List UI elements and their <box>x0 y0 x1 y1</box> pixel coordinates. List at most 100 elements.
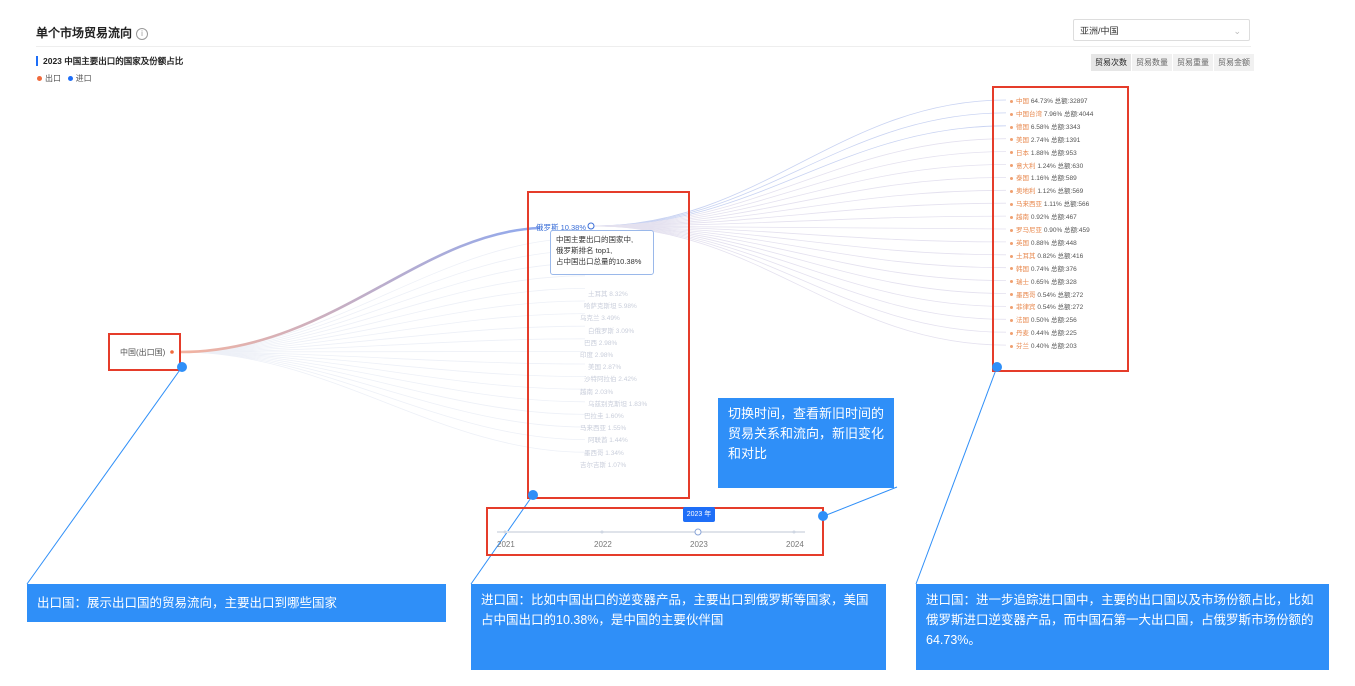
timeline-tick-mark[interactable] <box>503 530 507 534</box>
timeline-thumb[interactable] <box>694 528 702 536</box>
highlight-importer2 <box>992 86 1129 372</box>
importer-item[interactable]: 中国 64.73% 总额:32897 <box>1010 95 1088 105</box>
importer-item[interactable]: 中国台湾 7.96% 总额:4044 <box>1010 108 1093 118</box>
faded-flow-line <box>179 351 586 440</box>
faded-flow-line <box>179 288 586 353</box>
importer-item[interactable]: 泰国 1.16% 总额:589 <box>1010 172 1077 182</box>
legend-import[interactable]: 进口 <box>67 74 92 83</box>
timeline-tick-2023[interactable]: 2023 <box>690 540 708 549</box>
faded-country-label[interactable]: 巴拉圭 1.60% <box>584 413 624 420</box>
importer-item[interactable]: 美国 2.74% 总额:1391 <box>1010 134 1080 144</box>
importer-dot-icon <box>1010 177 1013 181</box>
importer-value: 6.58% 总额:3343 <box>1030 123 1081 131</box>
importer-item[interactable]: 马来西亚 1.11% 总额:566 <box>1010 198 1089 208</box>
russia-node[interactable] <box>587 222 595 230</box>
importer-item[interactable]: 芬兰 0.40% 总额:203 <box>1010 340 1077 350</box>
origin-node[interactable] <box>170 350 174 354</box>
faded-country-label[interactable]: 土耳其 8.32% <box>588 291 628 298</box>
import-flow-line <box>593 225 1007 333</box>
timeline-tick-2024[interactable]: 2024 <box>786 540 804 549</box>
importer-dot-icon <box>1010 241 1013 245</box>
tooltip: 中国主要出口的国家中, 俄罗斯排名 top1, 占中国出口总量的10.38% <box>550 230 654 275</box>
faded-country-label[interactable]: 白俄罗斯 3.09% <box>588 327 635 335</box>
import-flow-line <box>593 225 1007 320</box>
russia-label[interactable]: 俄罗斯 10.38% <box>536 223 587 232</box>
importer-name: 马来西亚 <box>1016 201 1042 209</box>
tab-trade-quantity[interactable]: 贸易数量 <box>1132 54 1172 71</box>
import-dot-icon <box>67 76 73 82</box>
faded-country-label[interactable]: 越南 2.03% <box>580 388 614 396</box>
importer-item[interactable]: 意大利 1.24% 总额:630 <box>1010 160 1083 170</box>
import-flow-line <box>593 202 1007 227</box>
importer-item[interactable]: 菲律宾 0.54% 总额:272 <box>1010 301 1083 311</box>
anchor-switch <box>818 511 828 521</box>
importer-dot-icon <box>1010 125 1013 129</box>
importer-name: 奥地利 <box>1016 188 1036 196</box>
import-flow-line <box>593 225 1007 269</box>
import-flow-line <box>593 164 1007 227</box>
faded-country-label[interactable]: 巴西 2.98% <box>584 339 618 347</box>
origin-label[interactable]: 中国(出口国) <box>120 348 166 357</box>
importer-value: 0.90% 总额:459 <box>1043 227 1090 234</box>
importer-item[interactable]: 英国 0.88% 总额:448 <box>1010 237 1077 247</box>
importer-name: 美国 <box>1016 136 1029 144</box>
info-icon[interactable]: i <box>136 27 149 40</box>
faded-country-label[interactable]: 乌克兰 3.49% <box>580 315 620 323</box>
importer-value: 64.73% 总额:32897 <box>1030 98 1088 105</box>
importer-value: 1.11% 总额:566 <box>1043 201 1090 209</box>
importer-value: 1.88% 总额:953 <box>1030 149 1077 157</box>
faded-country-label[interactable]: 印度 2.98% <box>580 352 614 359</box>
faded-country-label[interactable]: 乌兹别克斯坦 1.83% <box>588 400 648 408</box>
importer-name: 法国 <box>1016 317 1029 325</box>
tab-trade-weight[interactable]: 贸易重量 <box>1173 54 1213 71</box>
importer-value: 0.44% 总额:225 <box>1030 330 1077 338</box>
faded-country-label[interactable]: 哈萨克斯坦 5.98% <box>584 303 637 311</box>
importer-value: 0.54% 总额:272 <box>1037 304 1084 312</box>
legend-export[interactable]: 出口 <box>37 74 61 83</box>
importer-item[interactable]: 墨西哥 0.54% 总额:272 <box>1010 289 1083 299</box>
faded-country-label[interactable]: 沙特阿拉伯 2.42% <box>584 376 637 384</box>
callout-importer1: 进口国：比如中国出口的逆变器产品，主要出口到俄罗斯等国家，美国占中国出口的10.… <box>471 584 886 670</box>
importer-item[interactable]: 法国 0.50% 总额:256 <box>1010 314 1077 324</box>
importer-dot-icon <box>1010 228 1013 232</box>
legend: 出口 进口 <box>37 73 92 84</box>
timeline-tick-mark[interactable] <box>792 530 796 534</box>
import-flow-lines <box>593 99 1007 346</box>
timeline-tick-2022[interactable]: 2022 <box>594 540 612 549</box>
importer-item[interactable]: 德国 6.58% 总额:3343 <box>1010 121 1080 131</box>
importer-value: 0.82% 总额:416 <box>1037 252 1084 260</box>
faded-country-label[interactable]: 吉尔吉斯 1.07% <box>580 461 627 469</box>
import-flow-line <box>593 151 1007 227</box>
importer-item[interactable]: 丹麦 0.44% 总额:225 <box>1010 327 1077 337</box>
importer-item[interactable]: 土耳其 0.82% 总额:416 <box>1010 250 1083 260</box>
importer-value: 0.54% 总额:272 <box>1037 291 1084 299</box>
main-flow-line <box>179 226 541 354</box>
importer-value: 0.74% 总额:376 <box>1030 265 1077 273</box>
import-flow-line <box>593 215 1007 227</box>
faded-country-label[interactable]: 马来西亚 1.55% <box>580 425 627 433</box>
importer-name: 墨西哥 <box>1016 291 1036 299</box>
timeline-tick-2021[interactable]: 2021 <box>497 540 515 549</box>
importer-item[interactable]: 越南 0.92% 总额:467 <box>1010 211 1077 221</box>
tab-trade-count[interactable]: 贸易次数 <box>1091 54 1131 71</box>
import-flow-line <box>593 225 1007 243</box>
importer-item[interactable]: 韩国 0.74% 总额:376 <box>1010 263 1077 273</box>
connector-exporter <box>26 366 183 585</box>
importer-dot-icon <box>1010 138 1013 142</box>
importer-value: 0.65% 总额:328 <box>1030 278 1077 286</box>
faded-flow-line <box>179 250 586 353</box>
importer-dot-icon <box>1010 99 1013 103</box>
region-select[interactable]: 亚洲/中国 ⌄ <box>1073 19 1250 41</box>
faded-country-label[interactable]: 阿联酋 1.44% <box>588 437 628 445</box>
import-flow-line <box>593 138 1007 227</box>
importer-item[interactable]: 罗马尼亚 0.90% 总额:459 <box>1010 224 1090 234</box>
faded-country-label[interactable]: 美国 2.87% <box>588 364 622 372</box>
tab-trade-amount[interactable]: 贸易金额 <box>1214 54 1254 71</box>
importer-item[interactable]: 日本 1.88% 总额:953 <box>1010 147 1077 157</box>
timeline-tick-mark[interactable] <box>600 530 604 534</box>
importer-item[interactable]: 瑞士 0.65% 总额:328 <box>1010 276 1077 286</box>
importer-item[interactable]: 奥地利 1.12% 总额:569 <box>1010 185 1083 195</box>
faded-country-label[interactable]: 墨西哥 1.34% <box>584 449 624 457</box>
importer-value: 0.40% 总额:203 <box>1030 343 1077 351</box>
